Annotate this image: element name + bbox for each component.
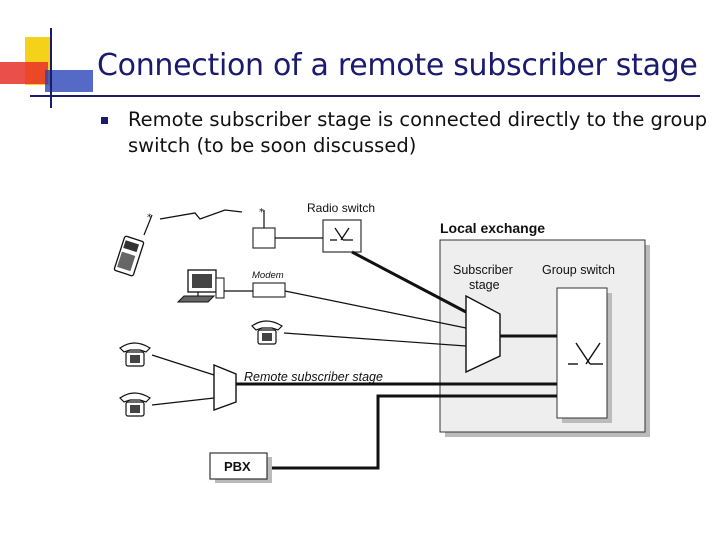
connection-lines xyxy=(151,250,557,470)
telephone-icon xyxy=(251,320,283,345)
modem-label: Modem xyxy=(252,270,284,281)
subscriber-stage-label-line2: stage xyxy=(469,278,500,292)
base-station-box xyxy=(252,227,276,249)
group-switch-symbol xyxy=(568,342,603,365)
svg-text:*: * xyxy=(259,207,264,218)
radio-switch-label: Radio switch xyxy=(307,201,375,215)
computer-icon xyxy=(176,269,225,303)
radio-switch-symbol xyxy=(330,227,353,241)
modem-box xyxy=(252,282,286,298)
remote-subscriber-stage-shape xyxy=(213,363,237,411)
corner-red-square xyxy=(0,62,48,84)
bullet-text: Remote subscriber stage is connected dir… xyxy=(128,108,708,157)
subscriber-stage-label-line1: Subscriber xyxy=(453,263,513,277)
telephone-icon xyxy=(119,342,151,367)
corner-blue-square xyxy=(45,70,93,92)
remote-subscriber-stage-label: Remote subscriber stage xyxy=(244,370,383,384)
pbx-box xyxy=(209,452,268,480)
network-diagram: * * xyxy=(113,201,650,483)
bullet-marker xyxy=(101,117,108,124)
radio-link-icon xyxy=(159,209,243,220)
svg-text:*: * xyxy=(147,213,152,223)
slide-title: Connection of a remote subscriber stage xyxy=(97,48,698,83)
pbx-label: PBX xyxy=(224,459,251,474)
mobile-phone-icon: * xyxy=(113,213,153,277)
subscriber-stage-shape xyxy=(465,294,501,374)
local-exchange-label: Local exchange xyxy=(440,220,545,236)
group-switch-label: Group switch xyxy=(542,263,615,277)
title-underline xyxy=(30,95,700,97)
corner-vertical-line xyxy=(50,28,52,108)
radio-switch-box xyxy=(322,219,362,253)
telephone-icon xyxy=(119,392,151,417)
